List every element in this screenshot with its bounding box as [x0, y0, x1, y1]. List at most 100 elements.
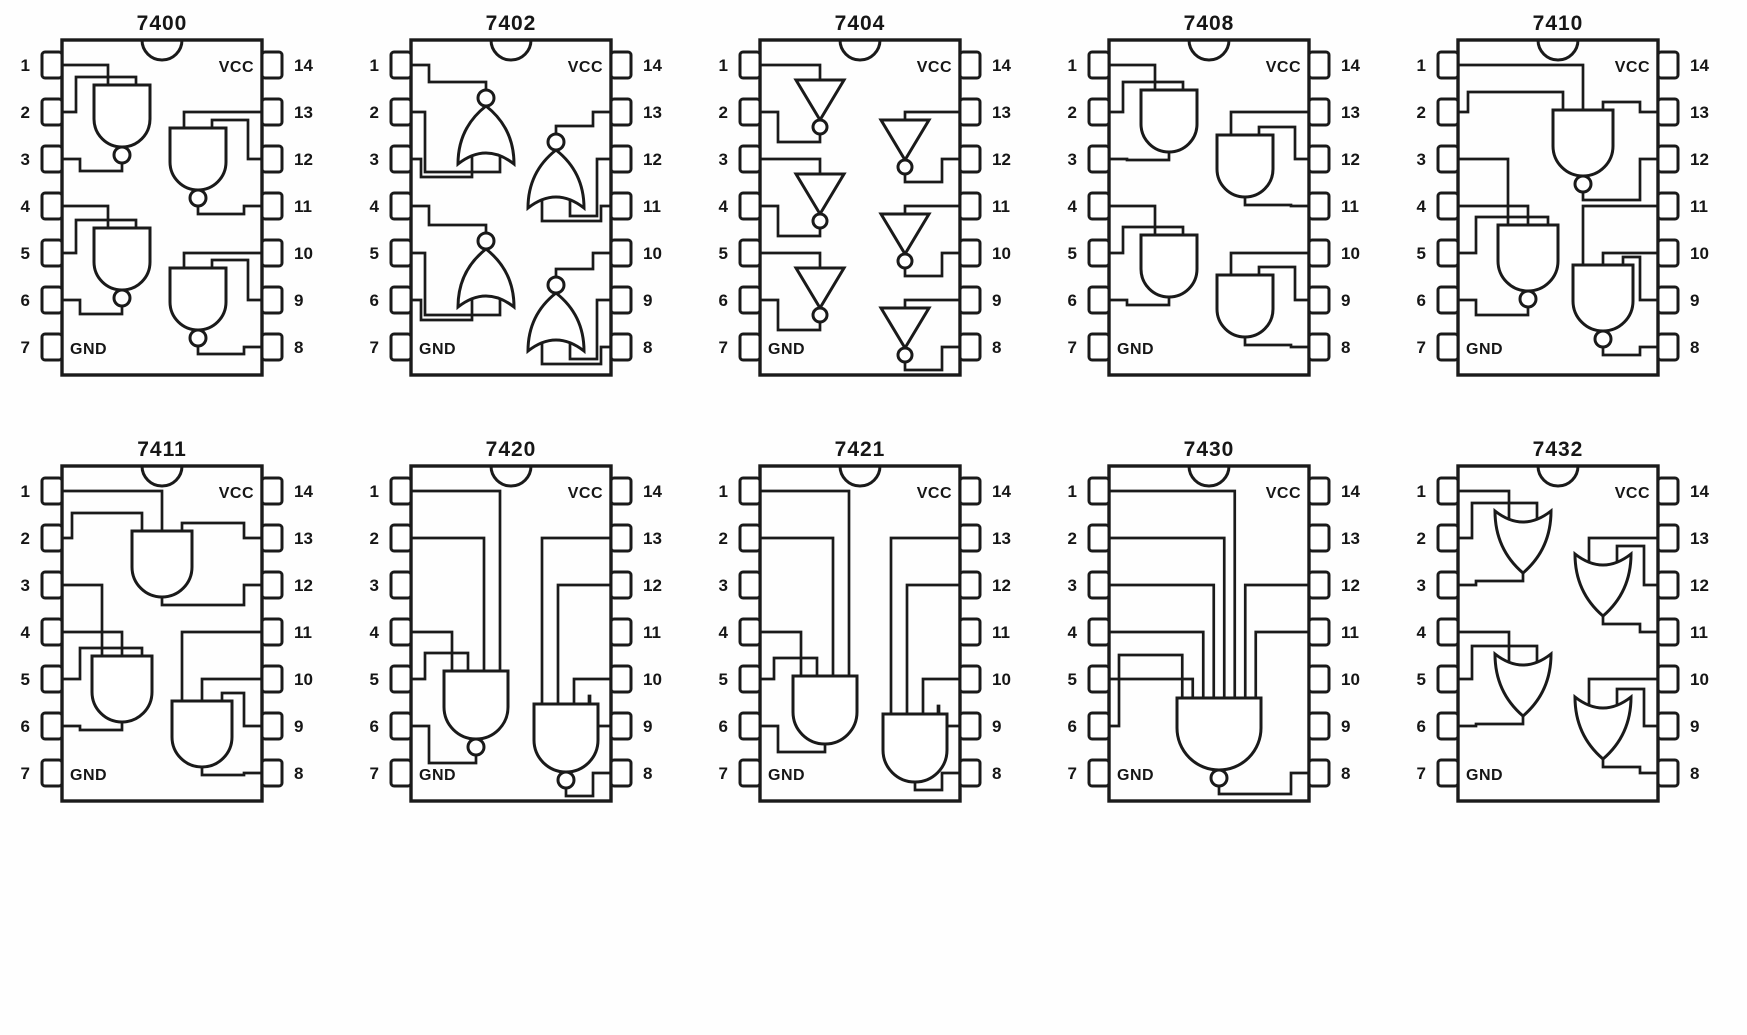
pin-number: 13 [1690, 529, 1709, 548]
pin [40, 50, 64, 80]
pin [260, 144, 284, 174]
inverter-bubble [476, 231, 496, 251]
not-gate [878, 118, 932, 163]
pin [609, 664, 633, 694]
pin [260, 50, 284, 80]
pin [1307, 617, 1331, 647]
pin [1436, 97, 1460, 127]
pin [609, 332, 633, 362]
pin [1087, 570, 1111, 600]
pin-number: 9 [992, 291, 1001, 310]
pin-number: 6 [370, 291, 379, 310]
pin [958, 476, 982, 506]
wire [1458, 644, 1539, 681]
gnd-label: GND [768, 767, 805, 784]
pin-number: 8 [1341, 338, 1350, 357]
wire [556, 583, 611, 704]
pin [40, 238, 64, 268]
pin-number: 10 [643, 670, 662, 689]
pin-number: 7 [719, 338, 728, 357]
wire [1109, 536, 1226, 698]
vcc-label: VCC [568, 485, 603, 502]
wire [903, 157, 960, 184]
wire [554, 251, 611, 277]
pin-number: 5 [1417, 670, 1426, 689]
pin [1307, 664, 1331, 694]
wire [411, 298, 474, 322]
pin [609, 238, 633, 268]
pin-number: 14 [1341, 56, 1360, 75]
vcc-label: VCC [219, 59, 254, 76]
pin-number: 4 [21, 197, 31, 216]
vcc-label: VCC [1266, 485, 1301, 502]
pin [1087, 285, 1111, 315]
pin [1656, 144, 1680, 174]
pin [389, 285, 413, 315]
pin [1656, 664, 1680, 694]
wire [180, 521, 262, 540]
wire [62, 646, 144, 681]
pin-number: 10 [1341, 244, 1360, 263]
pin [40, 476, 64, 506]
pin-number: 7 [21, 338, 30, 357]
pin [958, 523, 982, 553]
pin-number: 2 [1068, 103, 1077, 122]
pin-number: 2 [719, 529, 728, 548]
wire [760, 536, 835, 676]
wire [1621, 255, 1658, 302]
and-gate [130, 529, 194, 599]
pin-number: 10 [992, 244, 1011, 263]
chip-body [60, 38, 264, 377]
wire [411, 489, 502, 671]
wire [1109, 583, 1216, 698]
pin [1436, 238, 1460, 268]
pin [738, 50, 762, 80]
inverter-bubble [112, 145, 132, 165]
gnd-label: GND [768, 341, 805, 358]
pin-number: 1 [1417, 56, 1426, 75]
pin [40, 758, 64, 788]
inverter-bubble [466, 737, 486, 757]
nor-gate [526, 291, 586, 355]
pin [1087, 238, 1111, 268]
wire [411, 630, 454, 671]
notch [140, 39, 184, 62]
and-gate [90, 654, 154, 724]
pin-number: 1 [1417, 482, 1426, 501]
wire [1601, 345, 1658, 357]
wire [182, 110, 262, 128]
wire [760, 298, 822, 332]
pin [1436, 570, 1460, 600]
chip-title: 7410 [1533, 12, 1584, 35]
wire [1109, 630, 1205, 698]
pin [389, 523, 413, 553]
pin [260, 664, 284, 694]
and-gate [1215, 273, 1275, 339]
pin-number: 10 [643, 244, 662, 263]
pin-number: 7 [1068, 338, 1077, 357]
pin-number: 1 [1068, 56, 1077, 75]
pin-number: 9 [992, 717, 1001, 736]
wire [1229, 251, 1309, 275]
inverter-bubble [546, 132, 566, 152]
pin-number: 11 [1690, 623, 1708, 642]
wire [760, 63, 822, 80]
pin-number: 6 [719, 717, 728, 736]
not-gate [793, 172, 847, 217]
pin [738, 758, 762, 788]
pin [958, 285, 982, 315]
pin [1307, 191, 1331, 221]
vcc-label: VCC [568, 59, 603, 76]
pin [389, 50, 413, 80]
pin-number: 7 [370, 338, 379, 357]
pin-number: 12 [992, 576, 1011, 595]
inverter-bubble [476, 88, 496, 108]
nand-gate [1496, 223, 1560, 293]
pin [958, 711, 982, 741]
